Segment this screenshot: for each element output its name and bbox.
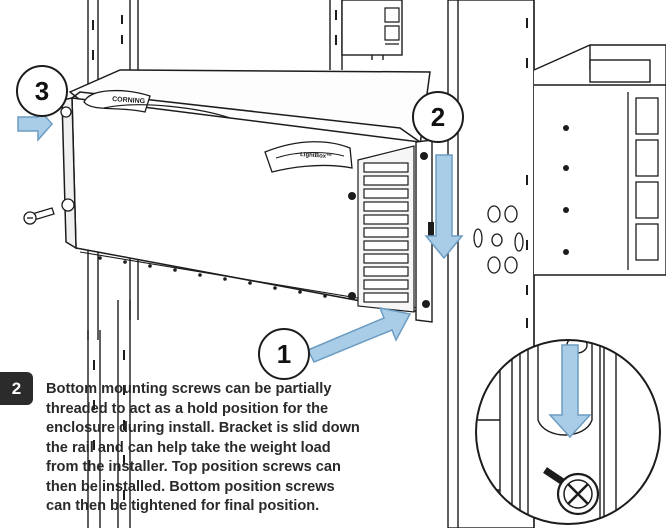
callout-3: 3 — [16, 65, 68, 117]
step-line: enclosure during install. Bracket is sli… — [46, 420, 360, 436]
enclosure-product-label: LightBox™ — [300, 151, 332, 160]
callout-2-number: 2 — [431, 102, 445, 132]
step-number-badge: 2 — [0, 372, 33, 405]
step-line: then be installed. Bottom position screw… — [46, 478, 335, 495]
step-line: can then be tightened for final position… — [46, 498, 320, 514]
back-rail — [329, 0, 403, 70]
adapter-panel — [348, 145, 415, 313]
screw-head-icon — [543, 467, 600, 516]
screw-icon — [23, 207, 55, 225]
enclosure — [61, 69, 431, 313]
detail-magnifier — [475, 339, 661, 525]
callout-2: 2 — [412, 91, 464, 143]
callout-1: 1 — [258, 328, 310, 380]
step-line: from the installer. Top position screws … — [46, 459, 341, 475]
side-screw-left-top — [60, 106, 72, 118]
callout-1-number: 1 — [277, 339, 291, 369]
side-screw-left-bottom — [61, 198, 75, 212]
down-arrow — [424, 154, 464, 260]
slide-arrow — [306, 306, 412, 363]
step-instructions: Bottom mounting screws can be partially … — [46, 380, 466, 517]
step-line: the rail and can help take the weight lo… — [46, 439, 331, 456]
enclosure-brand-label: CORNING — [112, 96, 146, 105]
step-line: threaded to act as a hold position for t… — [46, 400, 329, 417]
callout-3-number: 3 — [35, 76, 49, 106]
rear-cabinet — [533, 44, 666, 276]
step-line: Bottom mounting screws can be partially — [46, 381, 332, 397]
mounting-bracket — [415, 139, 434, 323]
